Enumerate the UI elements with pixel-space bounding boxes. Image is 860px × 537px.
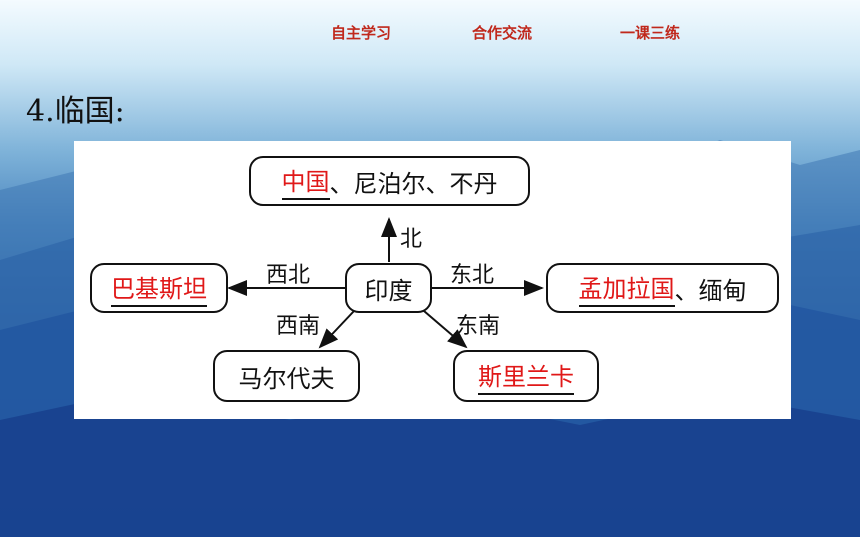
label-northwest: 西北 [266, 263, 311, 288]
label-southeast: 东南 [456, 314, 501, 339]
arrow-southeast [423, 310, 468, 349]
node-southeast: 斯里兰卡 [453, 350, 599, 402]
nav-self-study[interactable]: 自主学习 [331, 24, 392, 42]
node-northeast: 孟加拉国、缅甸 [546, 263, 779, 313]
node-southwest: 马尔代夫 [213, 350, 360, 402]
page-title: 4.临国: [26, 94, 125, 129]
neighbor-diagram: 中国、尼泊尔、不丹 北 印度 巴基斯坦 西北 孟加拉国、缅甸 东北 西南 东南 … [74, 141, 791, 419]
nav-cooperation[interactable]: 合作交流 [472, 24, 533, 42]
label-northeast: 东北 [450, 263, 495, 288]
arrow-southwest [318, 310, 355, 349]
nav-practice[interactable]: 一课三练 [620, 24, 681, 42]
label-southwest: 西南 [276, 314, 321, 339]
node-northwest: 巴基斯坦 [90, 263, 228, 313]
node-north: 中国、尼泊尔、不丹 [249, 156, 530, 206]
diagram-arrows [227, 217, 544, 349]
label-north: 北 [400, 227, 423, 252]
node-center: 印度 [345, 263, 432, 313]
